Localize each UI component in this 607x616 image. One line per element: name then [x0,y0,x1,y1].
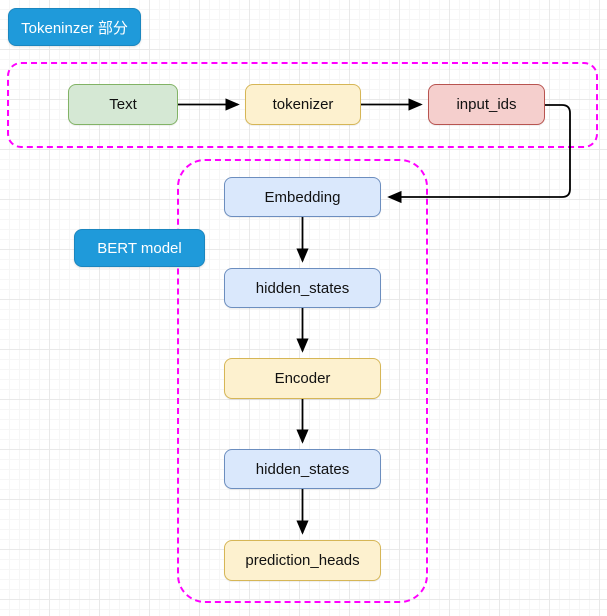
group-label-tokenizer[interactable]: Tokeninzer 部分 [8,8,141,46]
node-prediction-heads[interactable]: prediction_heads [224,540,381,581]
group-container-tokenizer [7,62,598,148]
node-input-ids[interactable]: input_ids [428,84,545,125]
node-hidden-states-1[interactable]: hidden_states [224,268,381,308]
node-embedding[interactable]: Embedding [224,177,381,217]
group-label-bert-model[interactable]: BERT model [74,229,205,267]
node-encoder[interactable]: Encoder [224,358,381,399]
node-hidden-states-2[interactable]: hidden_states [224,449,381,489]
node-text[interactable]: Text [68,84,178,125]
node-tokenizer[interactable]: tokenizer [245,84,361,125]
group-container-bert-model [177,159,428,603]
